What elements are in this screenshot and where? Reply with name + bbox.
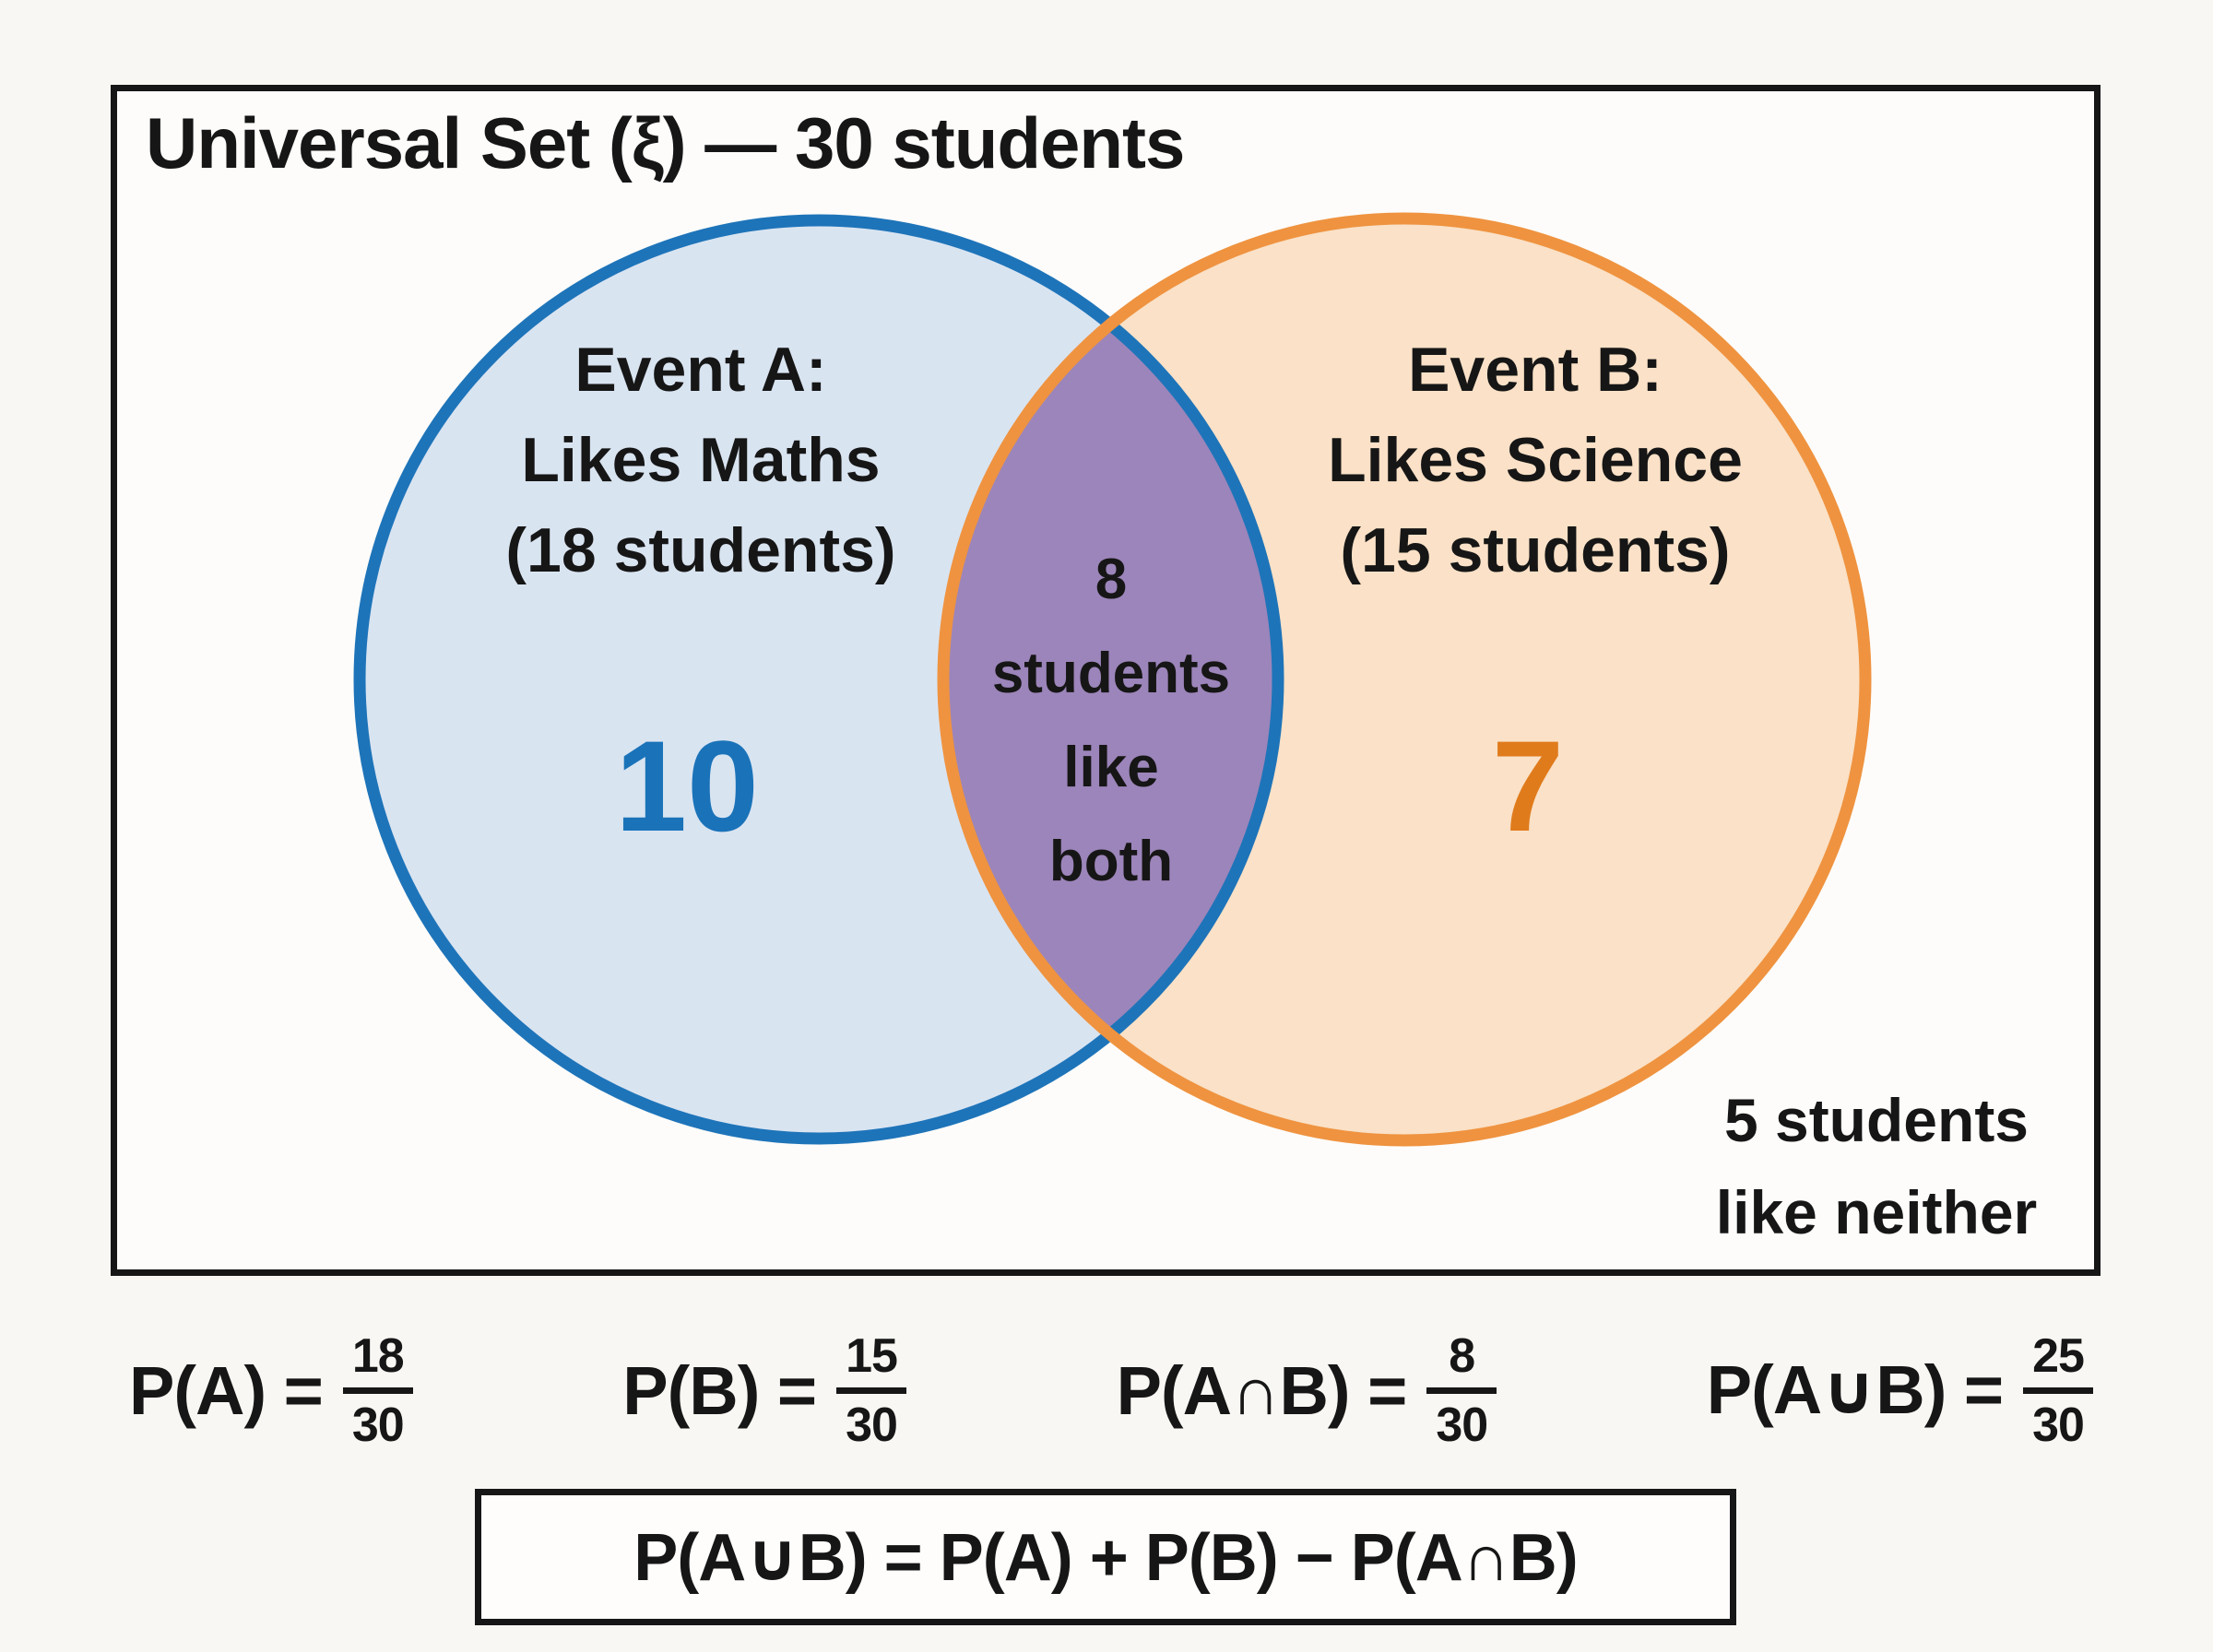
probability-pb: P(B) = 15 30	[622, 1328, 906, 1453]
circle-a-outline	[353, 214, 1284, 1145]
event-a-label: Event A: Likes Maths (18 students)	[350, 324, 1051, 596]
universal-set-label: Universal Set (ξ) — 30 students	[146, 102, 1185, 183]
event-a-only-count: 10	[615, 714, 759, 858]
fraction-numerator: 15	[846, 1328, 898, 1383]
intersection-region	[943, 220, 1278, 1139]
fraction-numerator: 25	[2032, 1328, 2085, 1383]
event-b-only-count: 7	[1492, 714, 1564, 858]
intersection-word-3: both	[1048, 830, 1174, 893]
neither-count-line: 5 students	[1723, 1086, 2030, 1154]
neither-text-line: like neither	[1715, 1178, 2038, 1246]
event-a-description: Likes Maths	[521, 425, 881, 495]
identity-formula-box: P(A∪B) = P(A) + P(B) − P(A∩B)	[475, 1489, 1736, 1625]
event-a-count-note: (18 students)	[505, 515, 896, 585]
fraction-denominator: 30	[342, 1386, 413, 1453]
intersection-label: 8 students like both	[936, 533, 1286, 909]
event-b-count-note: (15 students)	[1340, 515, 1731, 585]
fraction-denominator: 30	[2023, 1386, 2093, 1453]
probability-pa: P(A) = 18 30	[129, 1328, 413, 1453]
probability-intersection-label: P(A∩B) =	[1116, 1351, 1408, 1429]
fraction-numerator: 18	[351, 1328, 405, 1383]
event-b-title: Event B:	[1408, 335, 1663, 405]
probability-pb-label: P(B) =	[622, 1351, 817, 1429]
intersection-count: 8	[1095, 548, 1128, 611]
event-b-description: Likes Science	[1328, 425, 1743, 495]
probability-union-fraction: 25 30	[2023, 1328, 2093, 1453]
event-b-label: Event B: Likes Science (15 students)	[1185, 324, 1886, 596]
probability-union-label: P(A∪B) =	[1706, 1351, 2004, 1428]
fraction-denominator: 30	[836, 1386, 906, 1453]
probability-pb-fraction: 15 30	[836, 1328, 906, 1453]
probability-intersection: P(A∩B) = 8 30	[1117, 1328, 1497, 1453]
intersection-word-2: like	[1063, 736, 1159, 799]
fraction-numerator: 8	[1449, 1328, 1475, 1383]
probability-pa-label: P(A) =	[129, 1351, 324, 1429]
probability-pa-fraction: 18 30	[342, 1328, 413, 1453]
identity-formula: P(A∪B) = P(A) + P(B) − P(A∩B)	[633, 1521, 1579, 1595]
fraction-denominator: 30	[1426, 1386, 1497, 1453]
intersection-word-1: students	[991, 642, 1231, 705]
circle-b-outline	[937, 212, 1872, 1147]
event-a-title: Event A:	[574, 335, 827, 405]
probability-row: P(A) = 18 30 P(B) = 15 30 P(A∩B) = 8 30 …	[129, 1292, 2093, 1488]
probability-intersection-fraction: 8 30	[1426, 1328, 1497, 1453]
probability-union: P(A∪B) = 25 30	[1707, 1328, 2093, 1453]
neither-label: 5 students like neither	[1687, 1074, 2065, 1258]
